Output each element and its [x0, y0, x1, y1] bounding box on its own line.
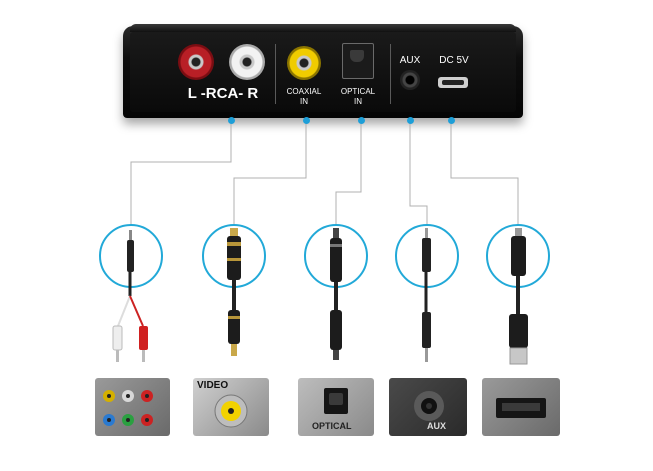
aux-input-photo: AUX [389, 378, 467, 436]
connection-dot [407, 117, 414, 124]
optical-label-line1: OPTICAL [340, 87, 376, 96]
connection-dot [448, 117, 455, 124]
aux-cable-icon [422, 228, 431, 362]
optical-cable-icon [330, 228, 342, 360]
coaxial-label-line2: IN [300, 97, 308, 106]
aux-to-rca-cable-icon [112, 230, 148, 362]
aux-jack-icon [400, 70, 420, 90]
rca-input-photo [95, 378, 170, 436]
micro-usb-port-icon [438, 77, 468, 88]
usb-cable-icon [509, 228, 528, 365]
panel-divider [390, 44, 391, 104]
connection-dot [228, 117, 235, 124]
panel-divider [275, 44, 276, 104]
coaxial-jack-icon [287, 46, 321, 80]
coaxial-input-photo: VIDEO [193, 378, 269, 436]
rca-white-jack-icon [229, 44, 265, 80]
connection-dot [303, 117, 310, 124]
video-photo-label: VIDEO [197, 380, 229, 391]
connection-dot [358, 117, 365, 124]
optical-port-icon [342, 43, 374, 79]
usb-input-photo [482, 378, 560, 436]
aux-photo-label: AUX [427, 421, 447, 431]
rca-red-jack-icon [178, 44, 214, 80]
optical-photo-label: OPTICAL [312, 421, 352, 431]
dc-label: DC 5V [439, 55, 469, 66]
coaxial-label: COAXIAL IN [280, 88, 328, 106]
optical-input-photo: OPTICAL [298, 378, 374, 436]
rca-label: L -RCA- R [187, 85, 259, 102]
aux-label: AUX [399, 55, 421, 66]
coaxial-label-line1: COAXIAL [286, 87, 322, 96]
optical-label-line2: IN [354, 97, 362, 106]
device-top-edge [130, 24, 516, 32]
optical-label: OPTICAL IN [334, 88, 382, 106]
coaxial-cable-icon [227, 228, 241, 356]
